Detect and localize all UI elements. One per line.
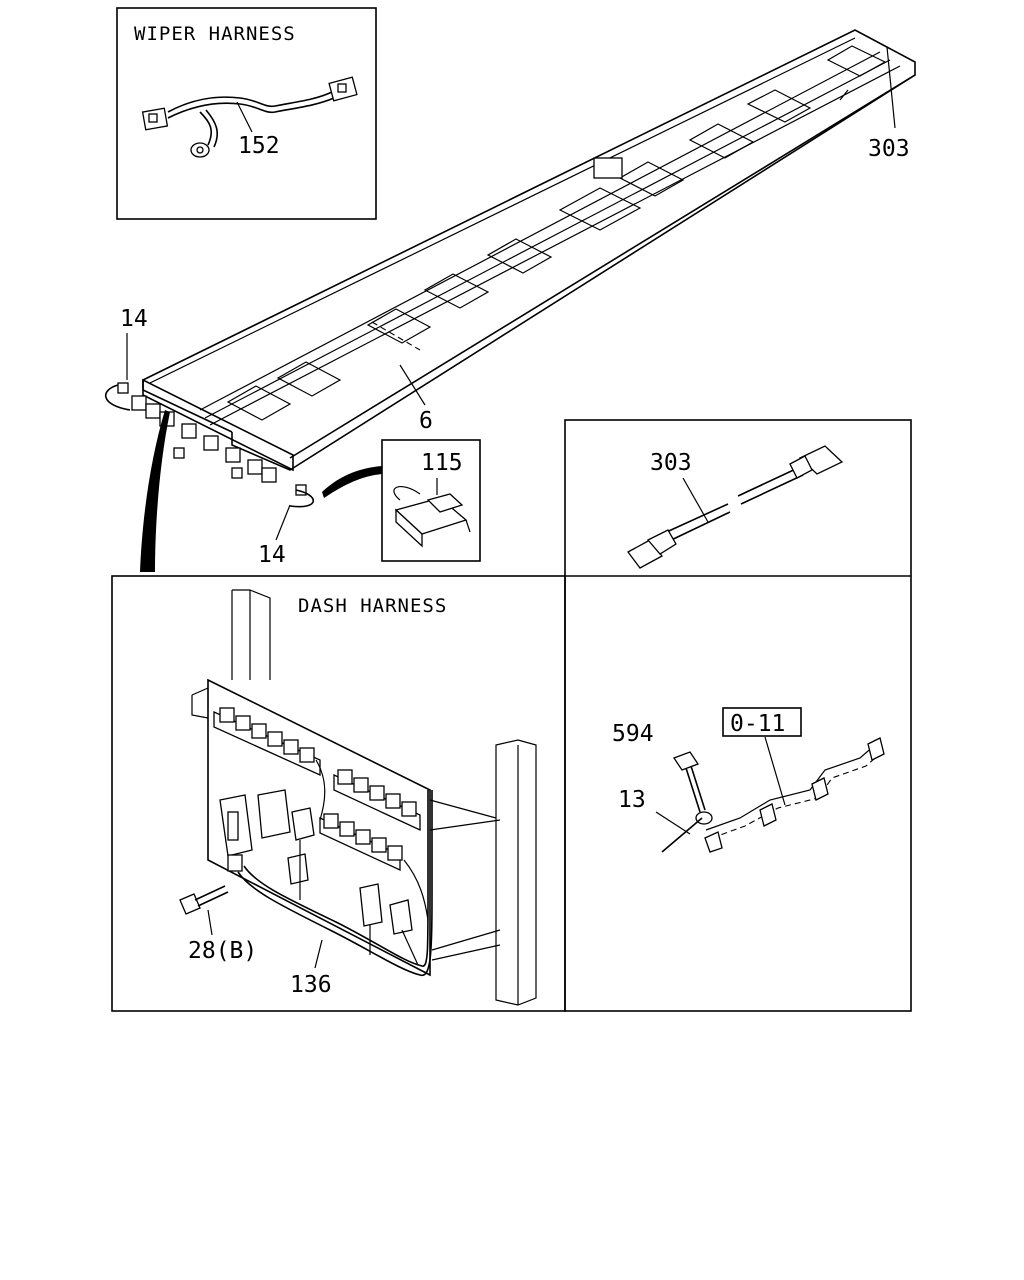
ref-label: 0-11 (730, 711, 785, 737)
label-14-top: 14 (120, 306, 148, 332)
extension-part-label: 303 (650, 450, 692, 476)
wiper-harness-drawing (141, 76, 358, 158)
bolt-28b-label: 28(B) (188, 938, 257, 964)
cross-members (226, 45, 887, 421)
bolt-594-label: 594 (612, 721, 654, 747)
wiper-harness-panel: WIPER HARNESS 152 (116, 7, 377, 220)
dash-harness-part-label: 136 (290, 972, 332, 998)
label-14-bottom: 14 (258, 542, 286, 568)
connector-part-label: 115 (421, 450, 463, 476)
relay-row-top (213, 707, 321, 777)
connector-panel: 115 (381, 439, 481, 562)
wire-13-label: 13 (618, 787, 646, 813)
ref-box (722, 707, 802, 737)
wiper-harness-part-label: 152 (238, 133, 280, 159)
wiper-harness-title: WIPER HARNESS (134, 23, 296, 45)
label-303-top: 303 (868, 136, 910, 162)
extension-harness-panel: 303 (627, 445, 844, 569)
chassis-frame (104, 29, 916, 572)
relay-row-middle (333, 769, 421, 832)
dash-harness-title: DASH HARNESS (298, 595, 447, 617)
dash-harness-panel: DASH HARNESS (111, 575, 566, 1012)
ground-wire-panel: 0-11 594 13 (612, 707, 885, 853)
relay-row-lower (319, 813, 403, 872)
front-connectors (117, 382, 307, 496)
label-6: 6 (419, 408, 433, 434)
